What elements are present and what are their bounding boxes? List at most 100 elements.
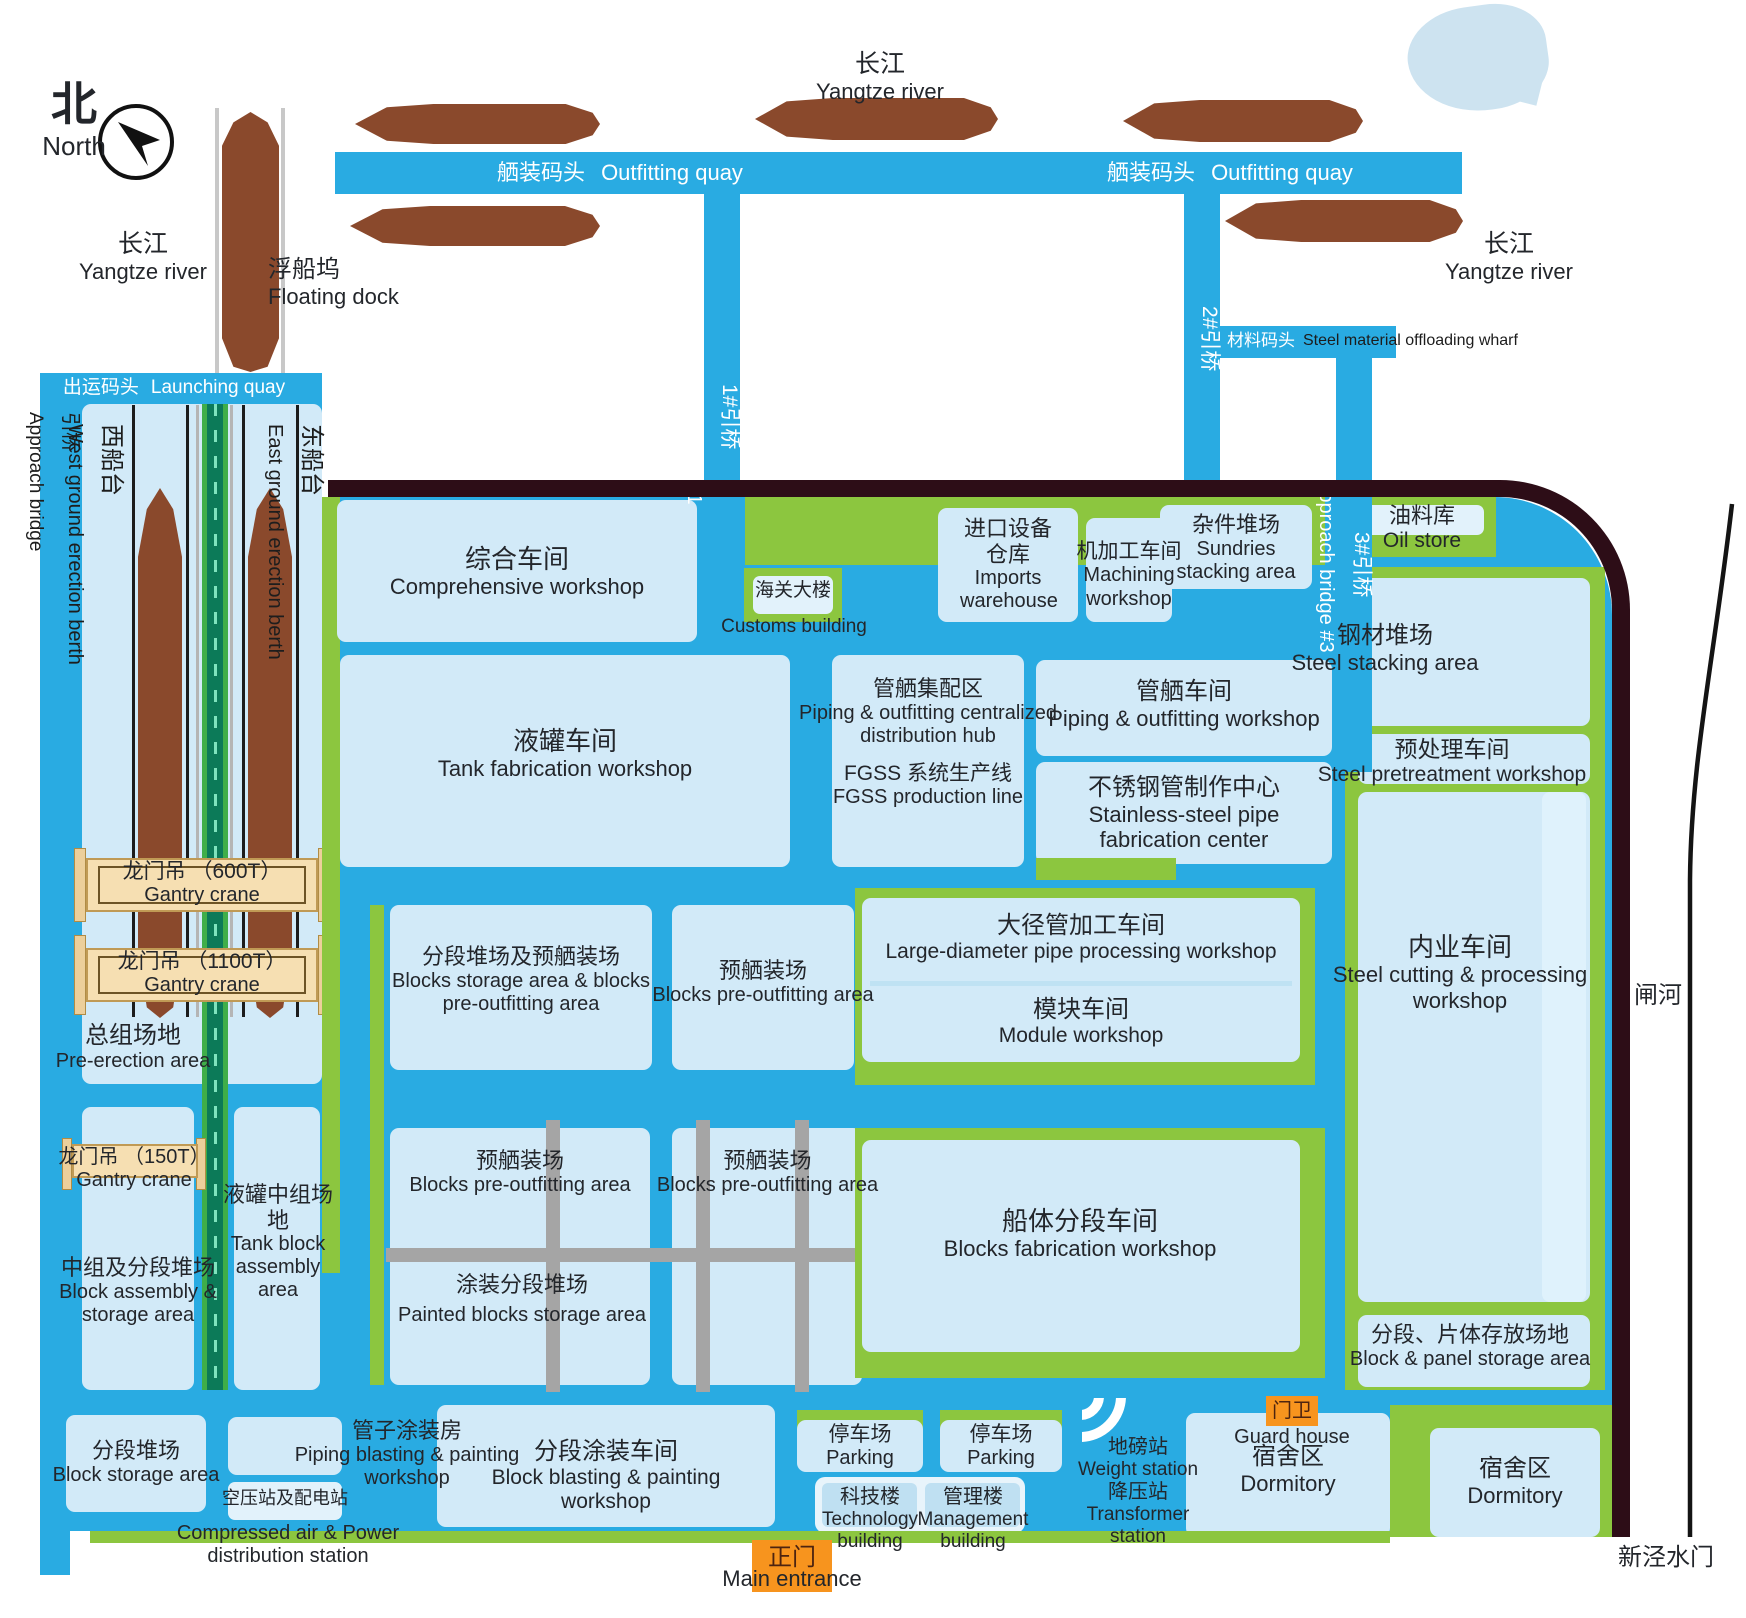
ship xyxy=(1123,100,1363,142)
sundries-stacking-area xyxy=(1160,505,1312,589)
blocks-fabrication-label: 船体分段车间 Blocks fabrication workshop xyxy=(943,1206,1217,1262)
block-assembly-storage-label: 中组及分段堆场 Block assembly & storage area xyxy=(59,1255,217,1326)
guard-house-label-en: Guard house xyxy=(1234,1426,1350,1448)
slipway-line xyxy=(296,405,299,1017)
technology-building-label: 科技楼 Technology building xyxy=(821,1486,919,1553)
compressed-air-station xyxy=(228,1482,342,1520)
gantry-crane-outline xyxy=(98,866,306,904)
steel-material-wharf xyxy=(1220,326,1396,358)
block-blasting-label: 分段涂装车间 Block blasting & painting worksho… xyxy=(491,1438,721,1514)
module-workshop-label: 模块车间 Module workshop xyxy=(998,996,1164,1047)
parking-area xyxy=(797,1420,923,1472)
blocks-storage-preoutfitting-area xyxy=(390,905,652,1070)
parking-area xyxy=(940,1420,1062,1472)
block-storage-area xyxy=(66,1415,206,1512)
slipway-line xyxy=(242,405,245,1017)
weight-transformer-labels: 地磅站 Weight station 降压站 Transformer stati… xyxy=(1077,1436,1199,1548)
outfitting-quay-label: 舾装码头 Outfitting quay xyxy=(497,160,743,185)
block-blasting-workshop xyxy=(437,1405,775,1527)
yangtze-river-label: 长江 Yangtze river xyxy=(1445,230,1573,284)
green-strip xyxy=(1036,858,1176,880)
blocks-fabrication-workshop xyxy=(862,1140,1300,1352)
outfitting-quay xyxy=(335,152,1462,194)
gate-arcs xyxy=(1082,1398,1176,1446)
blocks-preoutfitting-area xyxy=(672,905,854,1070)
ship xyxy=(248,488,292,1018)
slipway-line xyxy=(230,405,233,1017)
tank-block-assembly-label: 液罐中组场地 Tank block assembly area xyxy=(222,1182,333,1302)
yangtze-river-label: 长江 Yangtze river xyxy=(816,50,944,104)
piping-outfitting-workshop xyxy=(1036,660,1332,756)
customs-building xyxy=(753,576,833,614)
gantry-crane-leg xyxy=(74,848,86,922)
gantry-crane-1100t-label: 龙门吊 （1100T） Gantry crane xyxy=(117,950,287,997)
dormitory-area xyxy=(1186,1413,1390,1537)
oil-store-label: 油料库 Oil store xyxy=(1382,503,1462,552)
block-panel-storage-area xyxy=(1358,1315,1590,1387)
floating-dock-label: 浮船坞 Floating dock xyxy=(268,256,399,309)
large-pipe-module-workshop xyxy=(862,898,1300,1062)
slipway-line xyxy=(196,405,199,1017)
steel-pretreatment-label: 预处理车间 Steel pretreatment workshop xyxy=(1317,736,1587,786)
stainless-pipe-center xyxy=(1036,762,1332,864)
management-building-label: 管理楼 Management building xyxy=(917,1486,1029,1553)
blocks-preoutfitting-label: 预舾装场 Blocks pre-outfitting area xyxy=(409,1148,631,1196)
customs-building-label: 海关大楼 xyxy=(754,580,831,601)
berth-zone-background xyxy=(40,1531,70,1575)
launching-quay-label: 出运码头 Launching quay xyxy=(62,377,286,398)
oil-store xyxy=(1360,505,1484,535)
bottom-green-strip xyxy=(90,1531,1390,1543)
slipway-line xyxy=(186,405,189,1017)
machining-workshop xyxy=(1086,518,1172,622)
guard-house: 门卫 xyxy=(1266,1396,1318,1426)
yangtze-river-label: 长江 Yangtze river xyxy=(79,230,207,284)
large-pipe-workshop-label: 大径管加工车间 Large-diameter pipe processing w… xyxy=(885,912,1277,963)
machining-workshop-label: 机加工车间 Machining workshop xyxy=(1076,540,1182,610)
panel-divider xyxy=(870,981,1292,986)
block-storage-label: 分段堆场 Block storage area xyxy=(52,1438,220,1486)
stainless-pipe-center-label: 不锈钢管制作中心 Stainless-steel pipe fabricatio… xyxy=(1088,774,1280,853)
steel-stacking-area xyxy=(1358,578,1590,726)
dormitory-area xyxy=(1430,1428,1600,1537)
piping-outfitting-hub-label: 管舾集配区 Piping & outfitting centralized di… xyxy=(799,676,1057,809)
piping-blasting-label: 管子涂装房 Piping blasting & painting worksho… xyxy=(294,1418,520,1489)
block-panel-storage-label: 分段、片体存放场地 Block & panel storage area xyxy=(1349,1322,1591,1370)
ship xyxy=(138,488,182,1018)
outfitting-quay-label: 舾装码头 Outfitting quay xyxy=(1107,160,1353,185)
comprehensive-workshop xyxy=(337,500,697,642)
painted-blocks-storage-label: 涂装分段堆场 Painted blocks storage area xyxy=(398,1272,646,1326)
slipway-line xyxy=(132,405,135,1017)
guard-house-label-zh: 门卫 xyxy=(1272,1400,1312,1422)
xinjing-gate-label: 新泾水门 xyxy=(1618,1544,1714,1571)
blocks-preoutfitting-label: 预舾装场 Blocks pre-outfitting area xyxy=(656,1148,879,1196)
gantry-crane-leg xyxy=(74,935,86,1015)
north-arrow-icon xyxy=(118,122,160,166)
main-entrance-label-en: Main entrance xyxy=(722,1566,862,1591)
ship xyxy=(222,112,279,372)
zha-river-label: 闸河 xyxy=(1634,982,1682,1009)
gantry-crane-600t-label: 龙门吊 （600T） Gantry crane xyxy=(122,860,282,907)
gantry-crane-leg xyxy=(62,1138,72,1190)
steel-cutting-label: 内业车间 Steel cutting & processing workshop xyxy=(1332,932,1588,1013)
gantry-crane-outline xyxy=(98,956,306,994)
customs-building-label-en: Customs building xyxy=(721,616,867,637)
main-entrance: 正门 xyxy=(752,1540,832,1592)
management-building xyxy=(925,1483,1020,1527)
ship xyxy=(350,206,600,246)
utility-building xyxy=(228,1417,342,1475)
technology-building xyxy=(822,1483,917,1527)
dormitory-label: 宿舍区 Dormitory xyxy=(1240,1443,1336,1496)
blocks-preoutfitting-label: 预舾装场 Blocks pre-outfitting area xyxy=(652,958,874,1006)
ship xyxy=(355,104,600,144)
floating-dock-wall xyxy=(281,108,285,374)
green-strip xyxy=(322,497,340,1273)
piping-outfitting-workshop-label: 管舾车间 Piping & outfitting workshop xyxy=(1048,678,1320,731)
road-line xyxy=(386,1248,870,1262)
tank-block-assembly-area xyxy=(234,1107,320,1390)
sundries-stacking-label: 杂件堆场 Sundries stacking area xyxy=(1176,512,1296,583)
